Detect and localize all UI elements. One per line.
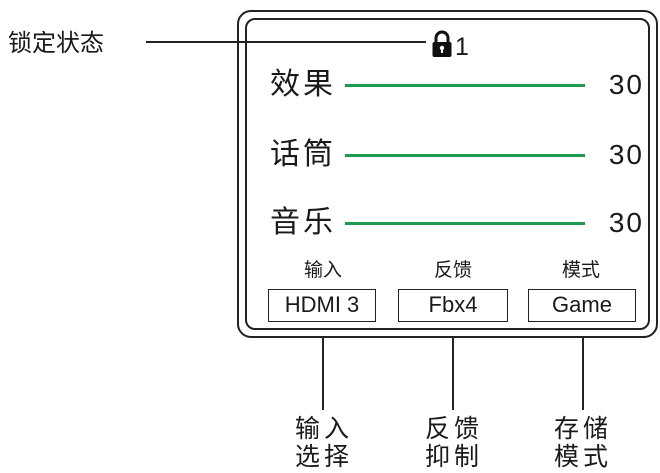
lock-icon bbox=[432, 30, 452, 57]
input-value-box: HDMI 3 bbox=[268, 289, 376, 322]
feedback-value-box: Fbx4 bbox=[398, 289, 508, 322]
mode-caption-line2: 模式 bbox=[553, 442, 612, 471]
microphone-level-line bbox=[345, 154, 585, 157]
lock-callout-leader-line bbox=[146, 41, 426, 43]
screen-outer-frame bbox=[237, 10, 658, 338]
mode-leader-line bbox=[582, 338, 584, 410]
music-level-line bbox=[345, 222, 585, 225]
music-value: 30 bbox=[608, 207, 644, 238]
effect-label: 效果 bbox=[270, 67, 336, 102]
feedback-leader-line bbox=[452, 338, 454, 410]
input-caption-line2: 选择 bbox=[294, 442, 353, 471]
feedback-header: 反馈 bbox=[433, 259, 472, 281]
mode-value-box: Game bbox=[528, 289, 636, 322]
feedback-caption-line2: 抑制 bbox=[424, 442, 483, 471]
effect-value: 30 bbox=[608, 69, 644, 100]
lock-state-callout: 锁定状态 bbox=[8, 29, 104, 57]
feedback-caption-line1: 反馈 bbox=[424, 414, 483, 443]
mode-header: 模式 bbox=[561, 259, 600, 281]
mode-caption-line1: 存储 bbox=[553, 414, 612, 443]
effect-level-line bbox=[345, 84, 585, 87]
input-header: 输入 bbox=[303, 259, 342, 281]
microphone-value: 30 bbox=[608, 139, 644, 170]
music-label: 音乐 bbox=[270, 205, 336, 240]
microphone-label: 话筒 bbox=[270, 137, 336, 172]
screen-inner-frame bbox=[245, 18, 650, 330]
input-leader-line bbox=[322, 338, 324, 410]
lock-number: 1 bbox=[455, 33, 469, 61]
input-caption-line1: 输入 bbox=[294, 414, 353, 443]
